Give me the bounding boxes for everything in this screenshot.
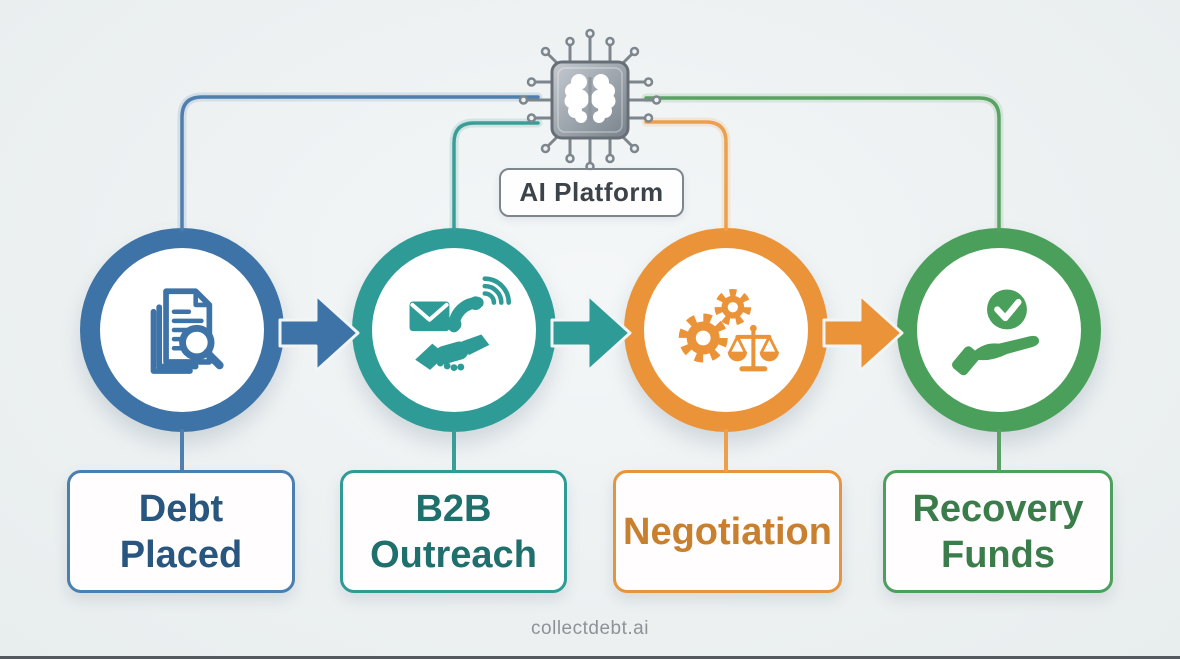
brain-glyph — [564, 74, 616, 123]
step-circle-b2b-outreach — [352, 228, 556, 432]
step-circle-negotiation — [624, 228, 828, 432]
step-label-line: Funds — [941, 533, 1055, 576]
connector-ai-to-debt-placed — [180, 95, 540, 231]
brand-footer: collectdebt.ai — [531, 618, 649, 639]
step-label-line: Outreach — [370, 533, 537, 576]
step-label-b2b-outreach: B2B Outreach — [340, 470, 567, 593]
step-circle-debt-placed — [80, 228, 284, 432]
hand-check-icon — [952, 289, 1040, 376]
ai-chip-brain-icon — [515, 25, 665, 175]
step-label-line: Recovery — [912, 487, 1084, 530]
step-label-debt-placed: Debt Placed — [67, 470, 295, 593]
step-circle-recovery-funds — [897, 228, 1101, 432]
step-label-recovery-funds: Recovery Funds — [883, 470, 1113, 593]
gears-justice-scale-icon — [678, 288, 780, 372]
flow-arrow-1 — [278, 293, 360, 373]
step-label-line: B2B — [415, 487, 492, 530]
bottom-edge-bar — [0, 656, 1180, 659]
documents-search-icon — [150, 288, 224, 374]
step-label-line: Debt — [138, 487, 224, 530]
email-phone-handshake-icon — [409, 276, 511, 372]
ai-platform-label: AI Platform — [499, 168, 684, 217]
ai-platform-label-text: AI Platform — [519, 177, 664, 207]
step-label-line: Placed — [119, 533, 243, 576]
flow-arrow-3 — [822, 293, 904, 373]
flow-arrow-2 — [550, 293, 632, 373]
connector-ai-to-recovery-funds — [644, 96, 1001, 231]
step-label-line: Negotiation — [623, 510, 832, 553]
step-label-negotiation: Negotiation — [613, 470, 842, 593]
